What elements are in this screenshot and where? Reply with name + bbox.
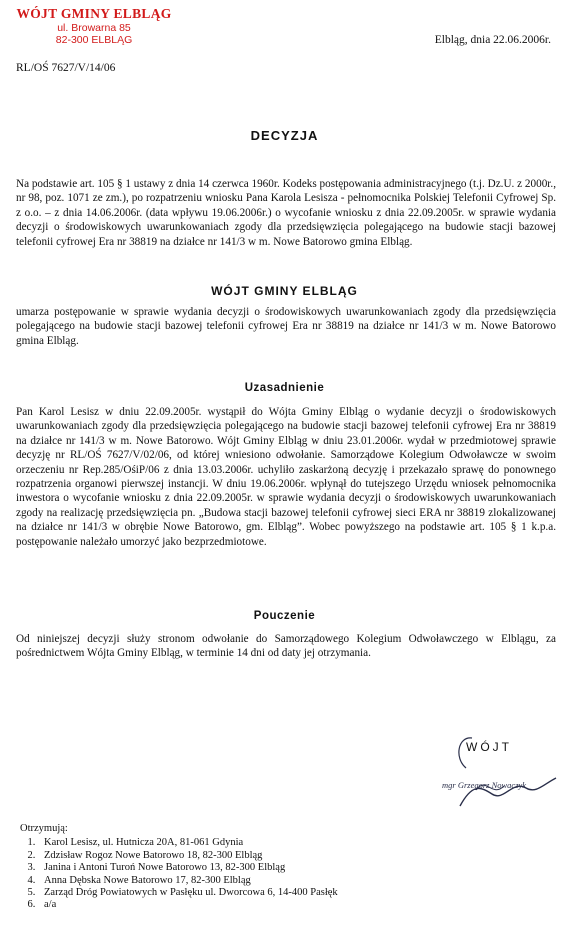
signature-block: WÓJT mgr Grzegorz Nowaczyk (442, 728, 562, 818)
list-item: Zarząd Dróg Powiatowych w Pasłęku ul. Dw… (38, 887, 338, 899)
signature-title: WÓJT (466, 740, 512, 754)
instruction-heading: Pouczenie (253, 610, 316, 622)
instruction-paragraph: Od niniejszej decyzji służy stronom odwo… (16, 633, 556, 660)
decision-paragraph: umarza postępowanie w sprawie wydania de… (16, 305, 556, 348)
recipients-block: Otrzymują: Karol Lesisz, ul. Hutnicza 20… (20, 823, 338, 912)
intro-paragraph: Na podstawie art. 105 § 1 ustawy z dnia … (16, 178, 556, 248)
place-date: Elbląg, dnia 22.06.2006r. (434, 34, 551, 46)
list-item: Karol Lesisz, ul. Hutnicza 20A, 81-061 G… (38, 837, 338, 849)
reference-number: RL/OŚ 7627/V/14/06 (16, 62, 116, 74)
decision-keyword: umarza (16, 306, 49, 318)
list-item: Janina i Antoni Turoń Nowe Batorowo 13, … (38, 862, 338, 874)
decision-text: postępowanie w sprawie wydania decyzji o… (16, 306, 556, 347)
office-stamp: WÓJT GMINY ELBLĄG ul. Browarna 85 82-300… (4, 6, 184, 46)
stamp-street: ul. Browarna 85 (57, 21, 131, 34)
justification-heading: Uzasadnienie (244, 382, 325, 394)
justification-paragraph: Pan Karol Lesisz w dniu 22.09.2005r. wys… (16, 406, 556, 548)
list-item: a/a (38, 899, 338, 911)
document-title: DECYZJA (250, 128, 319, 143)
recipients-list: Karol Lesisz, ul. Hutnicza 20A, 81-061 G… (20, 837, 338, 911)
signature-name: mgr Grzegorz Nowaczyk (442, 780, 527, 790)
list-item: Zdzisław Rogoz Nowe Batorowo 18, 82-300 … (38, 850, 338, 862)
authority-heading: WÓJT GMINY ELBLĄG (211, 284, 358, 298)
signature-scribble-icon (458, 737, 557, 807)
stamp-city: 82-300 ELBLĄG (55, 33, 133, 46)
recipients-heading: Otrzymują: (20, 823, 68, 834)
list-item: Anna Dębska Nowe Batorowo 17, 82-300 Elb… (38, 875, 338, 887)
stamp-authority: WÓJT GMINY ELBLĄG (16, 6, 172, 21)
